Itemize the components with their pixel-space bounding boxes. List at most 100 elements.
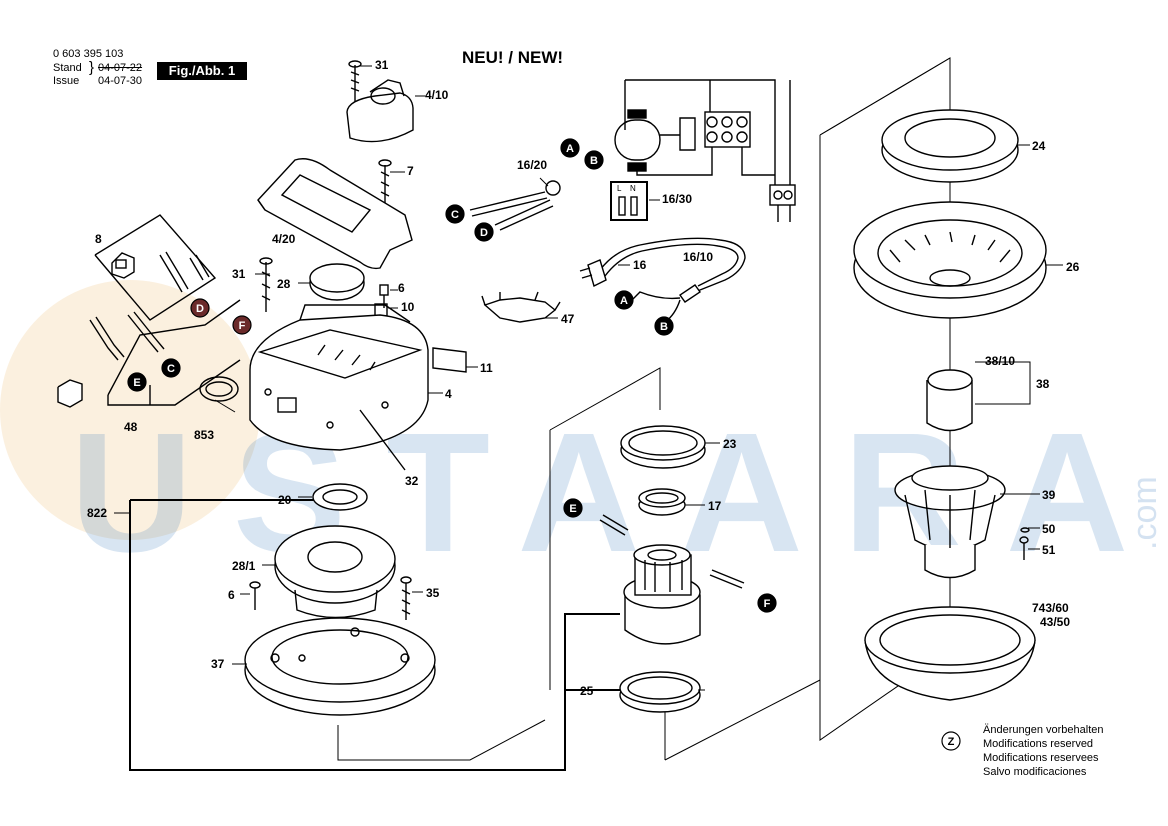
marker-d-6: D — [190, 298, 210, 318]
note-es: Salvo modificaciones — [983, 766, 1087, 778]
callout-11: 11 — [480, 361, 493, 375]
switch-l-label: L — [617, 184, 622, 193]
switch-8-icon — [111, 252, 135, 279]
callout-51: 51 — [1042, 543, 1056, 557]
callout-4: 4 — [445, 387, 452, 401]
callout-37: 37 — [211, 657, 225, 671]
motor-icon — [599, 514, 745, 645]
marker-d-3: D — [474, 222, 494, 242]
switch-n-label: N — [630, 184, 636, 193]
screw-31-icon — [348, 60, 362, 105]
callout-281: 28/1 — [232, 559, 256, 573]
cable-set-icon — [57, 214, 241, 408]
callout-7: 7 — [407, 164, 414, 178]
callout-822: 822 — [87, 506, 108, 520]
callout-23: 23 — [723, 437, 737, 451]
washer-50-icon — [1020, 527, 1030, 533]
stand-label: Stand — [53, 62, 82, 74]
screw-6-icon — [379, 284, 389, 308]
housing-4-icon — [249, 304, 429, 451]
strain-relief-icon — [469, 180, 561, 231]
watermark-logo — [0, 280, 260, 540]
issue-label: Issue — [53, 75, 80, 87]
callout-31b: 31 — [232, 267, 246, 281]
callout-48: 48 — [124, 420, 138, 434]
marker-f-7: F — [232, 315, 252, 335]
switch-16-30-icon — [610, 181, 648, 221]
svg-text:Z: Z — [948, 736, 955, 748]
cover-4-10-icon — [346, 79, 414, 143]
marker-e-9: E — [127, 372, 147, 392]
marker-z-12: Z — [941, 731, 961, 751]
marker-b-1: B — [584, 150, 604, 170]
svg-text:F: F — [764, 598, 771, 610]
callout-4350: 43/50 — [1040, 615, 1071, 629]
screw-6b-icon — [249, 581, 261, 610]
filter-cage-39-icon — [894, 465, 1006, 579]
callout-35: 35 — [426, 586, 440, 600]
brace-icon: } — [89, 59, 95, 76]
screw-51-icon — [1019, 536, 1029, 560]
filter-ring-24-icon — [881, 109, 1019, 183]
marker-b-5: B — [654, 316, 674, 336]
ring-853-icon — [199, 376, 239, 402]
callout-410: 4/10 — [425, 88, 449, 102]
note-en: Modifications reserved — [983, 738, 1094, 750]
callout-47: 47 — [561, 312, 575, 326]
callout-26: 26 — [1066, 260, 1080, 274]
bracket-47-icon — [481, 291, 561, 323]
page-title: NEU! / NEW! — [462, 48, 564, 67]
note-de: Änderungen vorbehalten — [983, 724, 1104, 736]
callout-39: 39 — [1042, 488, 1056, 502]
issue-date: 04-07-30 — [98, 75, 143, 87]
svg-text:.com: .com — [1128, 476, 1164, 550]
assembly-line-822 — [129, 500, 620, 771]
svg-text:D: D — [196, 303, 204, 315]
part-number: 0 603 395 103 — [53, 48, 124, 60]
svg-text:D: D — [480, 227, 488, 239]
figure-label: Fig./Abb. 1 — [157, 62, 247, 80]
callout-28: 28 — [277, 277, 291, 291]
screw-35-icon — [400, 576, 412, 620]
seal-20-icon — [312, 483, 368, 511]
svg-text:C: C — [167, 363, 175, 375]
label-plate-11-icon — [432, 347, 467, 373]
svg-text:B: B — [660, 321, 668, 333]
marker-c-8: C — [161, 358, 181, 378]
marker-a-4: A — [614, 290, 634, 310]
filter-plate-28-1-icon — [274, 525, 396, 619]
base-37-icon — [244, 617, 436, 716]
callout-8: 8 — [95, 232, 102, 246]
callout-74360: 743/60 — [1032, 601, 1069, 615]
stand-date: 04-07-22 — [98, 62, 143, 74]
bowl-743-60-icon — [864, 606, 1036, 701]
callout-10: 10 — [401, 300, 415, 314]
note-fr: Modifications reservees — [983, 752, 1099, 764]
disc-28-icon — [309, 263, 365, 301]
modification-notes: Änderungen vorbehalten Modifications res… — [983, 723, 1103, 779]
filter-38-icon — [926, 369, 973, 432]
gasket-25-icon — [619, 671, 701, 713]
svg-text:C: C — [451, 209, 459, 221]
callout-1630: 16/30 — [662, 192, 693, 206]
handle-4-20-icon — [257, 158, 413, 270]
marker-a-0: A — [560, 138, 580, 158]
callout-6a: 6 — [398, 281, 405, 295]
callout-25: 25 — [580, 684, 594, 698]
callout-6b: 6 — [228, 588, 235, 602]
filter-housing-26-icon — [853, 201, 1047, 319]
callout-50: 50 — [1042, 522, 1056, 536]
callout-31a: 31 — [375, 58, 389, 72]
power-cord-icon — [579, 237, 746, 323]
marker-c-2: C — [445, 204, 465, 224]
svg-text:E: E — [569, 503, 576, 515]
svg-text:A: A — [620, 295, 628, 307]
callout-17: 17 — [708, 499, 722, 513]
callout-420: 4/20 — [272, 232, 296, 246]
callout-16: 16 — [633, 258, 647, 272]
watermark-suffix: .com — [1128, 476, 1164, 550]
screw-31b-icon — [259, 257, 273, 312]
callout-853: 853 — [194, 428, 215, 442]
